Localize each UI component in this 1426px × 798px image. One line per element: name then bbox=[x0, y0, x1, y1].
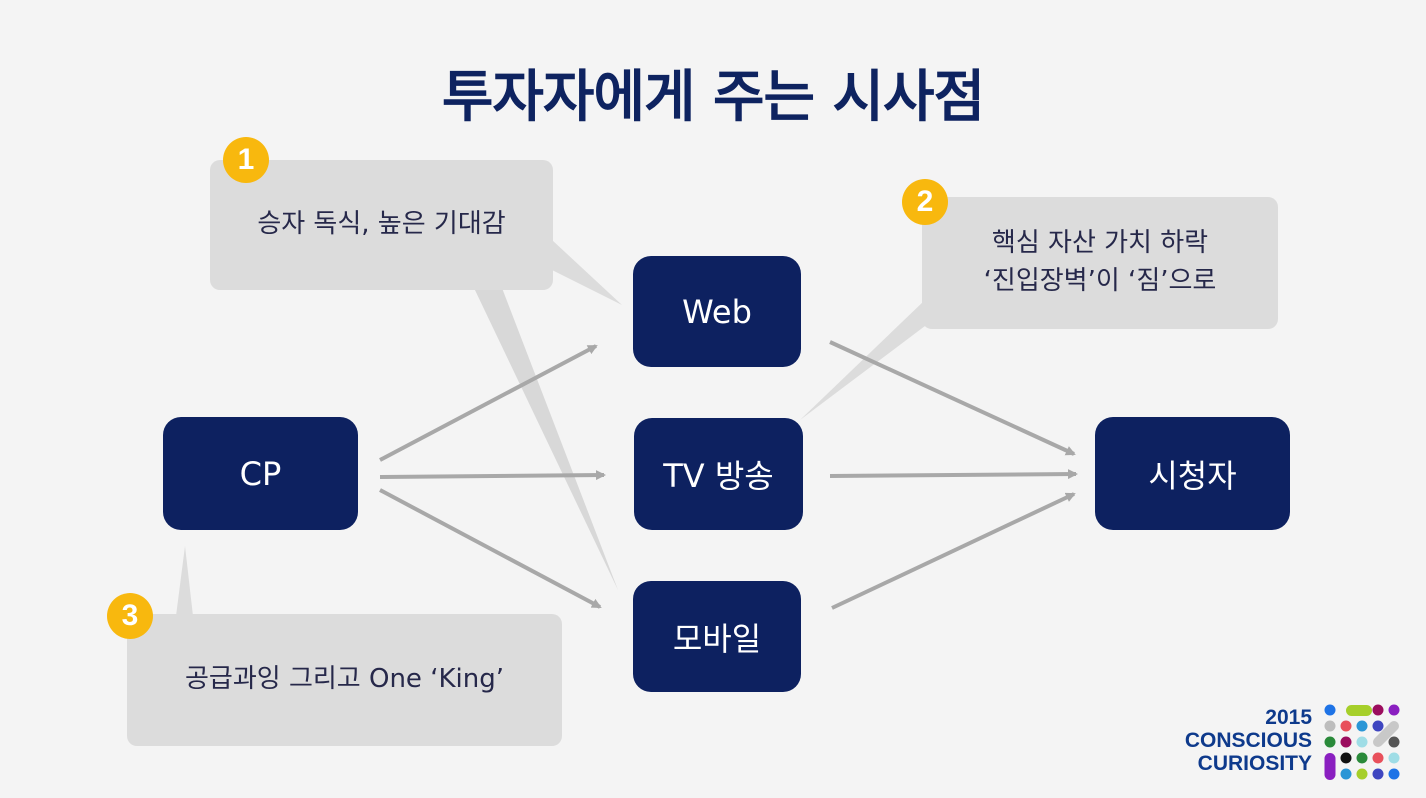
logo-line-2: CURIOSITY bbox=[1197, 752, 1312, 775]
callout-2-line-2: ‘진입장벽’이 ‘짐’으로 bbox=[983, 266, 1217, 296]
node-mobile-label: 모바일 bbox=[672, 619, 762, 658]
page-title: 투자자에게 주는 시사점 bbox=[441, 65, 985, 130]
arrow-cp-tv bbox=[379, 470, 606, 481]
node-viewer-label: 시청자 bbox=[1148, 456, 1237, 495]
arrow-cp-web bbox=[379, 344, 598, 462]
callout-1-tail-web bbox=[552, 240, 622, 305]
callout-3: 공급과잉 그리고 One ‘King’ bbox=[127, 614, 562, 746]
logo-year: 2015 bbox=[1265, 706, 1312, 729]
node-web: Web bbox=[633, 256, 801, 367]
callout-3-tail-cp bbox=[176, 546, 193, 616]
arrow-tv-viewer bbox=[829, 469, 1078, 480]
arrow-mobile-viewer bbox=[831, 492, 1076, 610]
callout-1: 승자 독식, 높은 기대감 bbox=[210, 160, 553, 290]
callout-2-line-1: 핵심 자산 가치 하락 bbox=[991, 228, 1209, 259]
arrow-web-viewer bbox=[829, 340, 1076, 456]
arrow-cp-mobile bbox=[379, 488, 602, 609]
logo-dot-grid-icon bbox=[1324, 704, 1400, 780]
callout-1-badge: 1 bbox=[223, 137, 269, 183]
callout-3-badge: 3 bbox=[107, 593, 153, 639]
callout-2: 핵심 자산 가치 하락 ‘진입장벽’이 ‘짐’으로 bbox=[922, 197, 1278, 329]
callout-1-text: 승자 독식, 높은 기대감 bbox=[257, 209, 506, 240]
node-tv-label: TV 방송 bbox=[663, 457, 774, 495]
node-cp-label: CP bbox=[239, 454, 282, 493]
node-web-label: Web bbox=[682, 292, 752, 331]
logo-text: 2015 CONSCIOUS CURIOSITY bbox=[1185, 706, 1312, 775]
node-tv: TV 방송 bbox=[634, 418, 803, 530]
node-viewer: 시청자 bbox=[1095, 417, 1290, 530]
callout-2-tail-tv bbox=[800, 300, 925, 420]
logo-line-1: CONSCIOUS bbox=[1184, 729, 1312, 752]
callout-2-badge: 2 bbox=[902, 179, 948, 225]
callout-1-tail-mobile bbox=[474, 288, 618, 590]
callout-3-text: 공급과잉 그리고 One ‘King’ bbox=[185, 664, 504, 695]
node-mobile: 모바일 bbox=[633, 581, 801, 692]
node-cp: CP bbox=[163, 417, 358, 530]
